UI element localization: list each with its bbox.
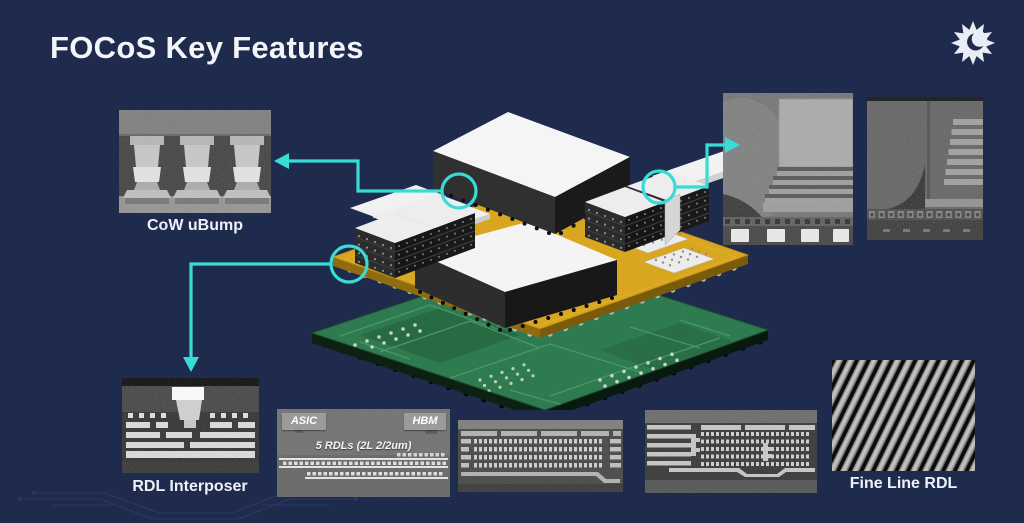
label-hbm: HBM: [404, 413, 446, 430]
sun-face-logo-icon: [951, 21, 995, 65]
lifted-top-die: [433, 112, 630, 235]
label-rdl-note: 5 RDLs (2L 2/2um): [315, 440, 412, 452]
caption-cow-ubump: CoW uBump: [147, 217, 243, 234]
sem-rdl-interposer-micrograph: [122, 378, 259, 473]
sem-rdl-cross-section-a: [458, 420, 623, 492]
sem-hbm-edge-micrograph-2: [867, 97, 983, 240]
sem-hbm-edge-micrograph-1: [723, 93, 853, 245]
sem-cow-ubump-micrograph: [119, 110, 271, 213]
arrowhead-left-icon: [274, 153, 289, 169]
caption-rdl-interposer: RDL Interposer: [132, 478, 248, 495]
arrowhead-down-icon: [183, 357, 199, 372]
sem-fine-line-rdl-micrograph: [832, 360, 975, 471]
focos-package-3d-render: [310, 112, 770, 410]
substrate-side-right: [540, 255, 748, 338]
page-title: FOCoS Key Features: [50, 30, 364, 65]
sem-asic-hbm-cross-section: ASIC HBM 5 RDLs (2L 2/2um): [277, 409, 450, 497]
pcb-traces: [339, 304, 740, 410]
sem-rdl-cross-section-b: [645, 410, 817, 493]
caption-fine-line-rdl: Fine Line RDL: [849, 475, 958, 492]
label-asic: ASIC: [282, 413, 326, 430]
